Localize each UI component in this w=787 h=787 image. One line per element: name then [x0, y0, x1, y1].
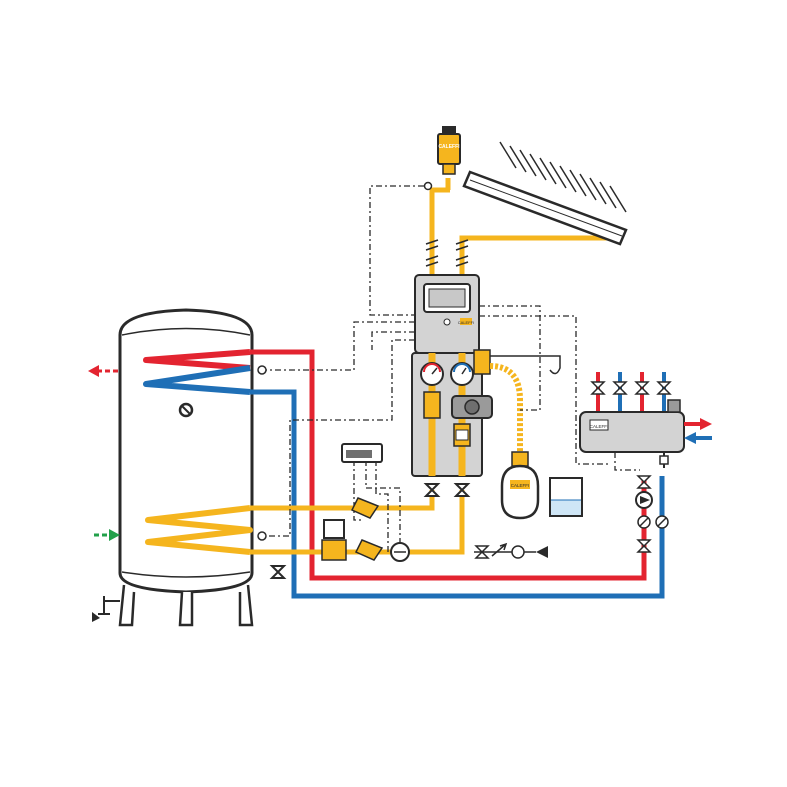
manifold-return-arrow-icon [684, 432, 696, 444]
solar-return-pipe [250, 490, 435, 511]
check-valve-icon [491, 542, 508, 557]
shutoff-valve-icon [636, 475, 652, 489]
cold-feed-arrow-icon [536, 546, 548, 558]
manifold-air-vent-icon [667, 399, 681, 413]
safety-valve-icon [473, 349, 491, 375]
filling-pump-icon [511, 545, 525, 559]
upper-coil-cold [143, 365, 251, 395]
solar-line-components [321, 497, 410, 562]
solar-flow-pipe [250, 490, 465, 555]
tank-seam-bottom [121, 571, 251, 578]
shutoff-valve-icon [423, 483, 441, 497]
shutoff-valve-icon [612, 381, 628, 395]
control-wiring [262, 185, 640, 552]
boiler-return-pipe [250, 389, 665, 599]
drain-line [490, 355, 561, 375]
hydraulic-separator: CALEFFI [579, 372, 712, 553]
tank-sensor-lower-icon [257, 531, 267, 541]
collector-flow-pipe [429, 187, 450, 275]
boiler-flow-pipe [250, 349, 647, 581]
expansion-vessel: CALEFFI [489, 363, 540, 520]
station-brand-label: CALEFFI [458, 320, 474, 325]
tank-leg-middle [178, 591, 194, 627]
hot-water-outlet-arrow-icon [88, 365, 99, 377]
top-vent-brand-label: CALEFFI [438, 144, 460, 150]
shutoff-valve-icon [474, 545, 490, 559]
expansion-brand-badge [510, 480, 530, 489]
solar-pump-station: CALEFFI [411, 274, 493, 497]
shutoff-valve-icon [453, 483, 471, 497]
collector-return-pipe [459, 235, 608, 275]
flow-check-valve-icon [423, 391, 441, 419]
hydraulic-separator-icon [579, 411, 685, 453]
pipe-break-marks [425, 239, 469, 267]
expansion-vessel-icon [500, 464, 540, 520]
solar-collector [462, 141, 628, 246]
station-valves [423, 483, 471, 497]
station-brand-badge [460, 318, 472, 325]
filter-icon [354, 539, 384, 561]
mixing-valve-icon [321, 539, 347, 561]
tank-leg-left [118, 584, 136, 627]
top-air-vent: CALEFFI [437, 126, 461, 175]
shutoff-valve-icon [269, 565, 287, 579]
collector-sensor-icon [423, 181, 433, 191]
controller-button [443, 318, 451, 326]
controller-display [428, 288, 466, 308]
lower-coil-solar [145, 505, 253, 555]
circuit-valves [590, 381, 672, 395]
shutoff-valve-icon [656, 381, 672, 395]
thermostatic-controller [341, 443, 383, 463]
expansion-brand-label: CALEFFI [511, 483, 530, 488]
drain-vessel [490, 355, 583, 517]
shutoff-valve-icon [636, 539, 652, 553]
shutoff-valve-icon [590, 381, 606, 395]
upper-coil-hot [143, 349, 251, 371]
tank-seam-top [121, 327, 251, 336]
sunlight-rays [499, 141, 627, 213]
manifold-flow-arrow-icon [700, 418, 712, 430]
manifold-brand-label: CALEFFI [590, 424, 609, 429]
cold-feed-line [474, 542, 548, 559]
tank-sensor-upper-icon [257, 365, 267, 375]
filter-icon [350, 497, 380, 519]
cold-water-inlet-arrow-icon [109, 529, 120, 541]
tank-leg-right [238, 584, 254, 627]
tank-drain-valve-icon [98, 596, 120, 615]
diverter-valve-icon [323, 519, 345, 539]
air-vent-icon [442, 126, 456, 134]
shutoff-valve-icon [634, 381, 650, 395]
